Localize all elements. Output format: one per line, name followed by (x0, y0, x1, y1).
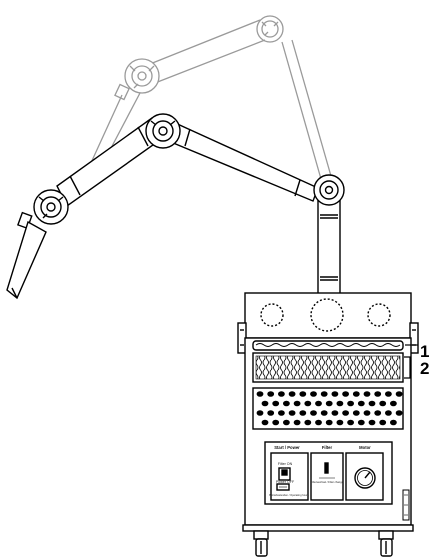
perforation-hole (278, 391, 285, 397)
perforation-hole (320, 410, 328, 416)
perforation-hole (385, 391, 392, 397)
arm-lower-segment (56, 116, 161, 208)
perforation-hole (293, 400, 301, 407)
perforation-hole (325, 419, 333, 426)
cabinet (237, 292, 419, 557)
perforation-hole (390, 419, 397, 426)
perforation-hole (299, 391, 307, 397)
hood-joint (33, 189, 69, 225)
perforation-hole (368, 419, 376, 426)
perforation-hole (315, 419, 322, 426)
arm-main (6, 113, 345, 300)
arm-mast (317, 199, 341, 296)
perforation-hole (363, 410, 371, 416)
power-section (270, 452, 309, 501)
perforation-hole (379, 419, 387, 426)
perforation-hole (357, 400, 365, 407)
perforation-hole (304, 400, 312, 407)
perforation-hole (283, 400, 290, 407)
perforation-hole (325, 400, 333, 407)
caster-right (378, 530, 394, 557)
perforation-hole (261, 400, 269, 407)
perforation-hole (374, 410, 382, 416)
perforation-hole (331, 410, 339, 416)
perforation-hole (272, 400, 280, 407)
perforation-hole (320, 391, 328, 397)
arm-ghost-position (89, 15, 334, 187)
cabinet-base (242, 524, 414, 532)
perforation-hole (256, 410, 264, 416)
perforation-hole (352, 410, 360, 416)
power-title: Start / Power (274, 445, 300, 450)
top-housing (244, 292, 412, 339)
perforation-hole (347, 419, 354, 426)
perforation-hole (368, 400, 376, 407)
callout-1: 1 (420, 342, 429, 361)
perforation-hole (331, 391, 339, 397)
extraction-hood (6, 220, 47, 300)
perforation-hole (336, 419, 344, 426)
caster-left (253, 530, 269, 557)
perforation-hole (310, 410, 317, 416)
perforation-hole (357, 419, 365, 426)
perforation-hole (347, 400, 354, 407)
perforation-hole (310, 391, 317, 397)
callout-group (404, 344, 418, 379)
switch-off-label: Power OFF (276, 480, 295, 484)
operating-hours-label: Betriebsstunden / Operating hours (269, 493, 309, 497)
switch-on-label: Filter ON (278, 462, 293, 466)
perforation-hole (385, 410, 392, 416)
mast-joint (313, 174, 345, 206)
perforation-hole (352, 391, 360, 397)
center-joint (145, 113, 181, 149)
perforation-hole (374, 391, 382, 397)
perforation-hole (288, 391, 296, 397)
perforation-hole (278, 410, 285, 416)
perforation-hole (379, 400, 387, 407)
perforation-hole (283, 419, 290, 426)
perforation-hole (304, 419, 312, 426)
perforation-hole (272, 419, 280, 426)
perforation-hole (288, 410, 296, 416)
filter-indicator-led (324, 462, 329, 474)
perforation-hole (299, 410, 307, 416)
perforation-hole (293, 419, 301, 426)
perforation-hole (395, 410, 403, 416)
perforation-hole (342, 410, 349, 416)
perforation-hole (267, 391, 275, 397)
perforation-hole (267, 410, 275, 416)
perforation-hole (390, 400, 397, 407)
perforation-hole (395, 391, 403, 397)
perforation-hole (261, 419, 269, 426)
motor-speed-knob[interactable] (354, 467, 376, 489)
filter-title: Filter (322, 445, 333, 450)
filter-section (310, 452, 344, 501)
perforation-hole (342, 391, 349, 397)
perforation-hole (336, 400, 344, 407)
callout-2: 2 (420, 359, 429, 378)
perforation-hole (256, 391, 264, 397)
perforation-hole (363, 391, 371, 397)
perforation-hole (315, 400, 322, 407)
motor-title: Motor (359, 445, 371, 450)
filter-indicator-label: Filterwechsel / Filter change (311, 480, 344, 484)
